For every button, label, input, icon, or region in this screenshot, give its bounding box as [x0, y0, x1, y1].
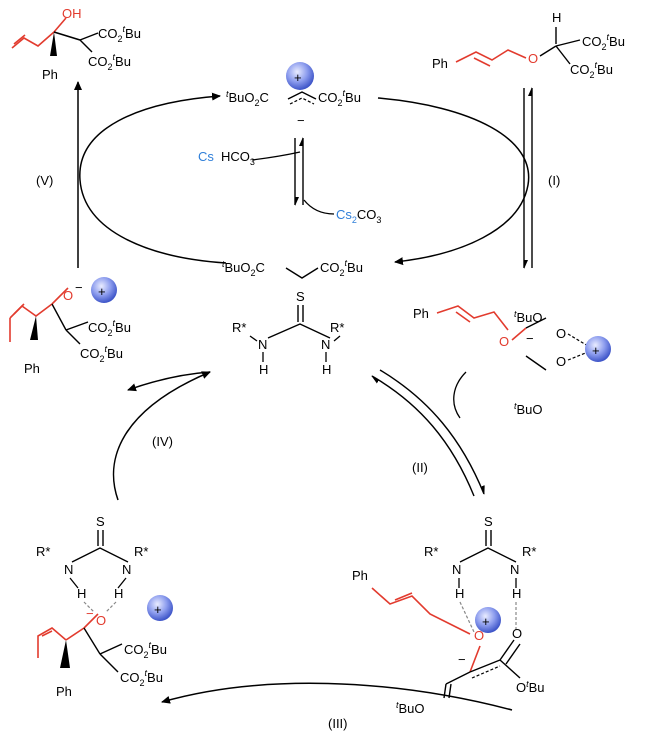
step-ii-curved-arrow: [453, 371, 467, 419]
nitrogen-right: N: [510, 562, 519, 577]
phenyl-label: Ph: [432, 56, 448, 71]
step-ii-arrow-forward: [379, 369, 485, 495]
ester-left-label: tBuO2C: [222, 259, 265, 278]
ester-right-label: OtBu: [516, 679, 545, 695]
enolate-substrate: Ph O − tBuO tBuO O O +: [413, 305, 611, 417]
step-iv-arrow-out: [127, 371, 211, 392]
step-v-label: (V): [36, 173, 53, 188]
cation-plus: +: [294, 70, 302, 85]
r-star-right: R*: [522, 544, 536, 559]
nitrogen-left: N: [452, 562, 461, 577]
ether-oxygen: O: [499, 334, 509, 349]
enolate-charge: −: [526, 331, 534, 346]
r-star-left: R*: [424, 544, 438, 559]
phenyl-label: Ph: [352, 568, 368, 583]
cation-sphere: [91, 277, 117, 303]
ester-right-label: CO2tBu: [320, 258, 363, 278]
cation-sphere: [147, 595, 173, 621]
hydrogen-label: H: [552, 10, 561, 25]
anion-charge: −: [297, 113, 305, 128]
ester-top-label: tBuO: [514, 309, 543, 325]
r-star-right: R*: [330, 320, 344, 335]
step-iv-arrow: [112, 371, 211, 501]
cesium-bicarbonate-cs: Cs: [198, 149, 214, 164]
alkoxide-oxygen: O: [96, 613, 106, 628]
carbonyl-o-bottom: O: [556, 354, 566, 369]
nitrogen-right: N: [321, 337, 330, 352]
ester-label-2: CO2tBu: [570, 60, 613, 80]
step-iv-label: (IV): [152, 434, 173, 449]
ether-oxygen: O: [528, 51, 538, 66]
step-ii-label: (II): [412, 460, 428, 475]
alkoxide-charge: −: [86, 606, 94, 621]
phenyl-label: Ph: [413, 306, 429, 321]
ester-label-2: CO2tBu: [88, 52, 131, 72]
cation-plus: +: [154, 602, 162, 617]
ester-left-label: tBuO2C: [226, 89, 269, 108]
alkoxide-oxygen: O: [63, 288, 73, 303]
ester-right-label: CO2tBu: [318, 88, 361, 108]
cation-plus: +: [482, 614, 490, 629]
nitrogen-left: N: [64, 562, 73, 577]
hydrogen-right: H: [512, 586, 521, 601]
cation-plus: +: [592, 343, 600, 358]
product-alcohol: OH Ph CO2tBu CO2tBu: [11, 6, 141, 82]
hydrogen-right: H: [114, 586, 123, 601]
ester-label-2: CO2tBu: [120, 668, 163, 688]
ester-label-1: CO2tBu: [98, 24, 141, 44]
phenyl-label: Ph: [24, 361, 40, 376]
ester-label-2: CO2tBu: [80, 344, 123, 364]
carbonyl-o-top: O: [556, 326, 566, 341]
phenyl-label: Ph: [56, 684, 72, 699]
substrate-ether: Ph O H CO2tBu CO2tBu: [432, 10, 625, 80]
thiourea-alkoxide-complex: S R* R* N N H H O − + Ph CO2tBu CO2tBu: [36, 514, 173, 699]
cation-sphere: [475, 607, 501, 633]
ester-label-1: CO2tBu: [124, 640, 167, 660]
hydrogen-left: H: [77, 586, 86, 601]
hydrogen-left: H: [455, 586, 464, 601]
carbonyl-o: O: [512, 626, 522, 641]
ester-bottom-label: tBuO: [514, 401, 543, 417]
alkoxide-charge: −: [75, 280, 83, 295]
hydrogen-left: H: [259, 362, 268, 377]
ester-label-1: CO2tBu: [88, 318, 131, 338]
cation-sphere: [286, 62, 314, 90]
step-i-label: (I): [548, 173, 560, 188]
curved-arrow-in: [251, 151, 301, 161]
nitrogen-left: N: [258, 337, 267, 352]
ester-left-label: tBuO: [396, 700, 425, 716]
step-iii-label: (III): [328, 716, 348, 731]
ester-label-1: CO2tBu: [582, 32, 625, 52]
cesium-bicarbonate-rest: HCO3: [221, 149, 255, 167]
r-star-right: R*: [134, 544, 148, 559]
thiourea-catalyst: S R* R* N N H H: [232, 289, 344, 377]
thiourea-enolate-complex: S R* R* N N H H Ph O + − O tBuO OtBu: [352, 514, 545, 716]
curved-arrow-out: [303, 199, 335, 215]
ether-oxygen: O: [474, 628, 484, 643]
nitrogen-right: N: [122, 562, 131, 577]
hydrogen-right: H: [322, 362, 331, 377]
cycle-arrow-right: [377, 97, 530, 266]
step-iii-arrow: [161, 682, 513, 711]
cation-plus: +: [98, 284, 106, 299]
sulfur-label: S: [96, 514, 105, 529]
cycle-arrow-left: [79, 92, 227, 264]
step-ii-arrow-back: [371, 375, 475, 497]
cesium-carbonate: Cs2CO3: [336, 207, 381, 225]
sulfur-label: S: [296, 289, 305, 304]
r-star-left: R*: [36, 544, 50, 559]
malonate-enolate-top: tBuO2C CO2tBu − +: [226, 62, 361, 128]
r-star-left: R*: [232, 320, 246, 335]
sulfur-label: S: [484, 514, 493, 529]
enolate-charge: −: [458, 652, 466, 667]
malonate: tBuO2C CO2tBu: [222, 258, 363, 279]
phenyl-label: Ph: [42, 67, 58, 82]
base-equilibrium: Cs HCO3 Cs2CO3: [198, 137, 381, 225]
alkoxide-product: O − Ph CO2tBu CO2tBu +: [9, 277, 131, 376]
cation-sphere: [585, 336, 611, 362]
hydroxyl-label: OH: [62, 6, 82, 21]
